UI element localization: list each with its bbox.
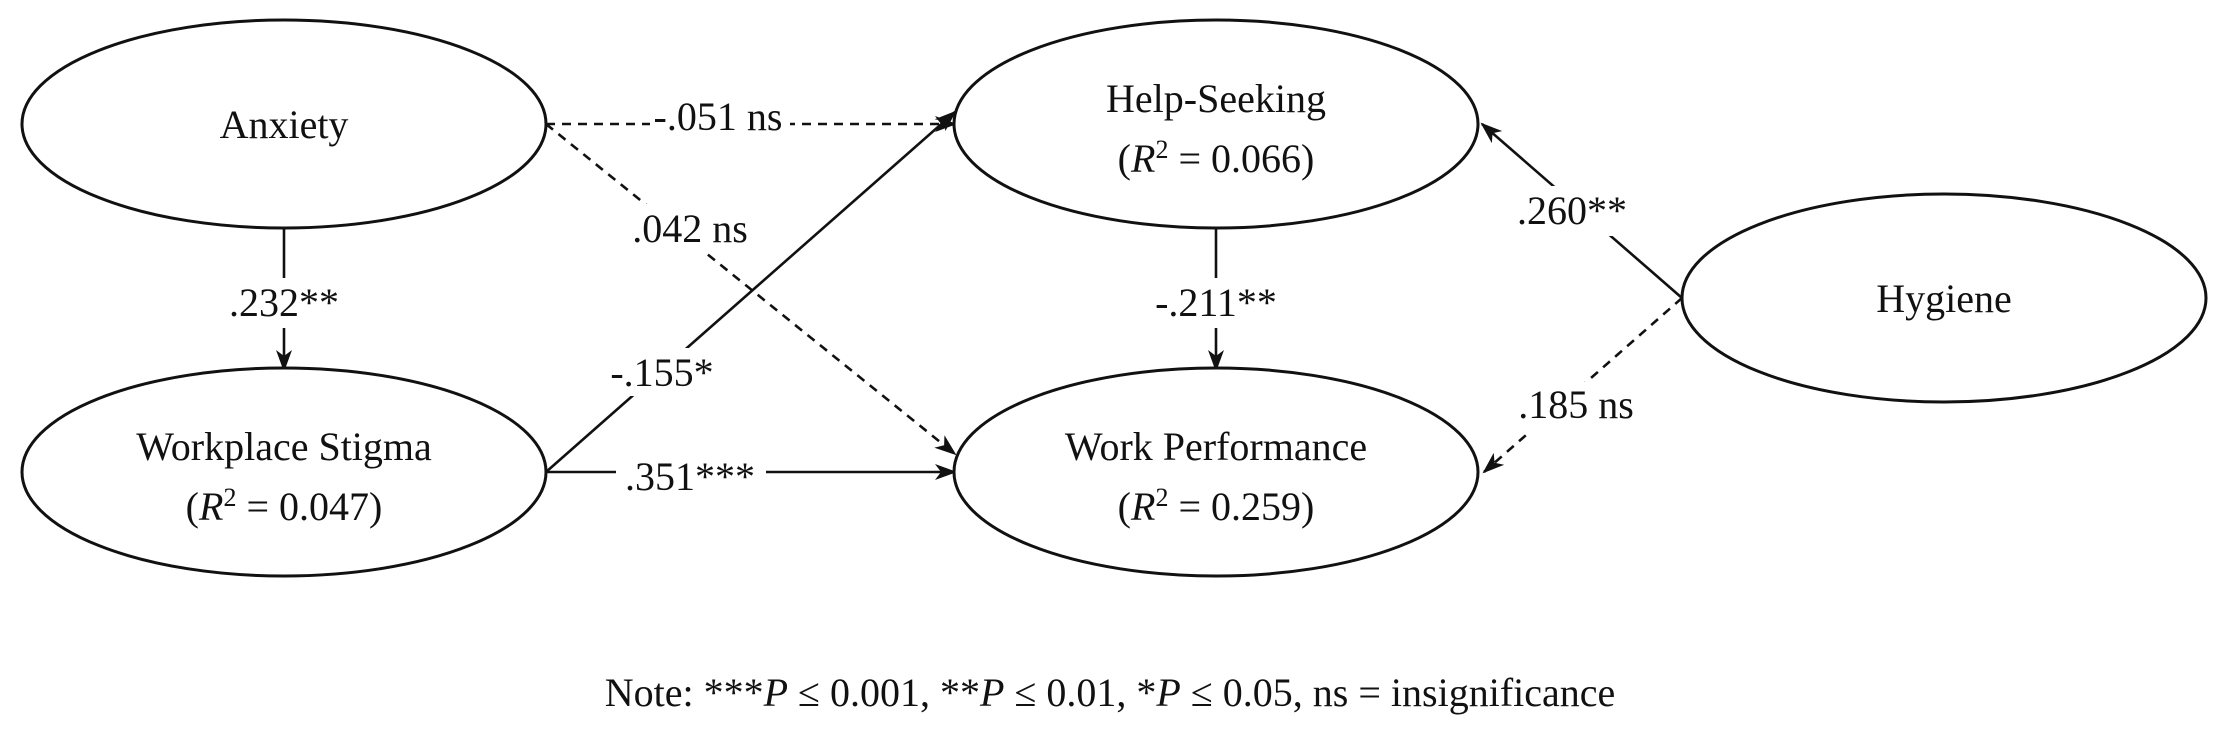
- coefficient-workplace-stigma-work-performance: .351***: [625, 454, 755, 499]
- coefficient-hygiene-work-performance: .185 ns: [1518, 382, 1634, 427]
- coefficient-hygiene-help-seeking: .260**: [1517, 188, 1627, 233]
- edge-labels: -.051 ns .042 ns .232** -.155* .351*** -…: [216, 94, 1648, 499]
- node-help-seeking-title: Help-Seeking: [1106, 76, 1326, 121]
- node-help-seeking-r2: (R2 = 0.066): [1118, 135, 1315, 181]
- node-hygiene-title: Hygiene: [1876, 276, 2012, 321]
- coefficient-anxiety-help-seeking: -.051 ns: [654, 94, 783, 139]
- coefficient-anxiety-workplace-stigma: .232**: [229, 280, 339, 325]
- node-help-seeking: Help-Seeking (R2 = 0.066): [952, 18, 1480, 230]
- node-hygiene: Hygiene: [1680, 192, 2208, 404]
- coefficient-help-seeking-work-performance: -.211**: [1155, 280, 1277, 325]
- path-workplace-stigma-to-help-seeking: [545, 110, 957, 473]
- node-anxiety: Anxiety: [20, 18, 548, 230]
- significance-note: Note: ***P ≤ 0.001, **P ≤ 0.01, *P ≤ 0.0…: [605, 670, 1616, 715]
- node-work-performance-r2: (R2 = 0.259): [1118, 483, 1315, 529]
- path-anxiety-to-work-performance: [545, 122, 957, 456]
- node-anxiety-title: Anxiety: [220, 102, 349, 147]
- node-workplace-stigma: Workplace Stigma (R2 = 0.047): [20, 366, 548, 578]
- coefficient-anxiety-work-performance: .042 ns: [632, 206, 748, 251]
- node-work-performance: Work Performance (R2 = 0.259): [952, 366, 1480, 578]
- node-workplace-stigma-title: Workplace Stigma: [136, 424, 432, 469]
- node-work-performance-title: Work Performance: [1065, 424, 1367, 469]
- coefficient-workplace-stigma-help-seeking: -.155*: [610, 350, 713, 395]
- node-workplace-stigma-r2: (R2 = 0.047): [186, 483, 383, 529]
